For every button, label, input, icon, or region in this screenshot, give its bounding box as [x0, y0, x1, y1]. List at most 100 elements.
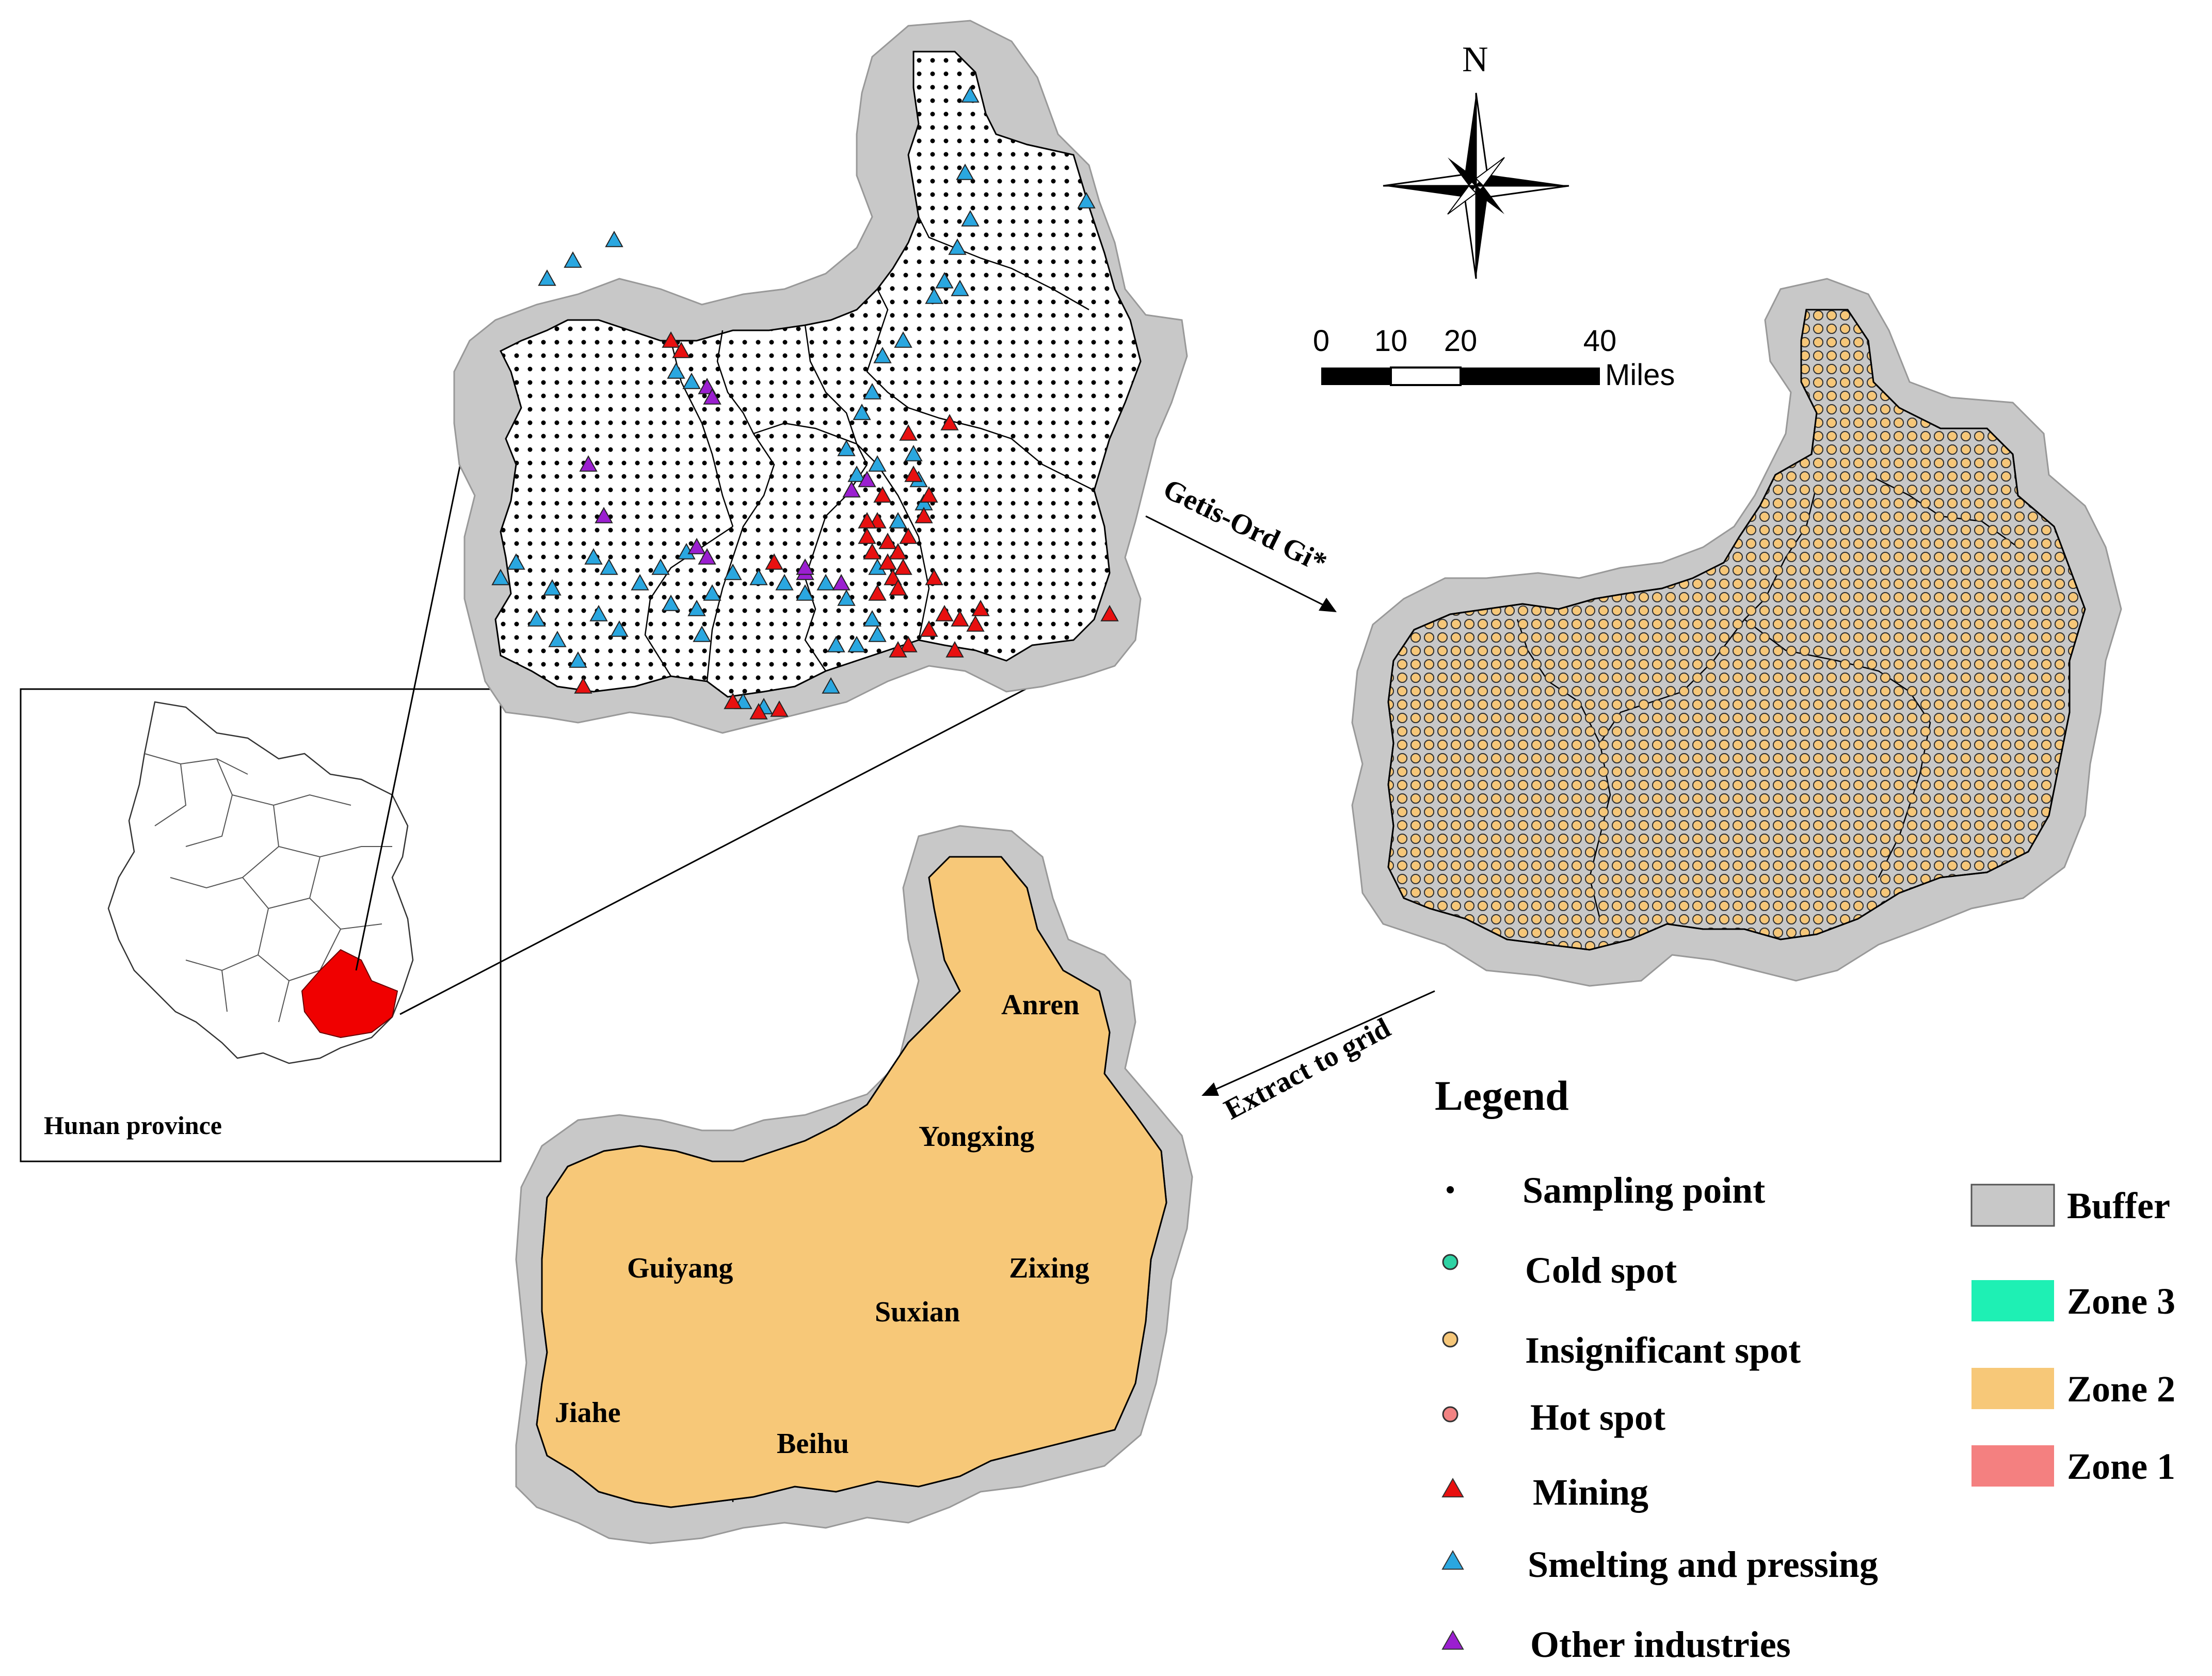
region-label-suxian: Suxian — [875, 1296, 960, 1328]
mining-marker — [672, 341, 691, 358]
sampling-map — [453, 20, 1188, 734]
legend-swatch-zone2 — [1971, 1368, 2054, 1409]
mining-marker — [966, 615, 985, 632]
legend-label-smelting: Smelting and pressing — [1528, 1544, 1878, 1585]
legend-icon-hot — [1442, 1406, 1458, 1423]
mining-marker — [863, 542, 881, 560]
smelting-marker — [1077, 191, 1096, 209]
compass-icon — [1383, 92, 1569, 279]
scale-tick-10: 10 — [1374, 324, 1408, 358]
smelting-marker — [682, 372, 701, 389]
smelting-marker — [775, 573, 794, 590]
legend: Legend Sampling point Cold spot Insignif… — [1435, 1072, 2175, 1665]
mining-marker — [925, 568, 943, 585]
legend-label-insignificant: Insignificant spot — [1525, 1330, 1801, 1371]
smelting-marker — [610, 620, 629, 637]
mining-marker — [858, 527, 876, 544]
smelting-marker — [956, 163, 974, 180]
smelting-marker — [894, 331, 912, 348]
other-marker — [703, 388, 722, 405]
smelting-marker — [507, 553, 525, 570]
hotspot-map — [1351, 278, 2122, 987]
smelting-marker — [693, 625, 711, 642]
smelting-marker — [569, 651, 587, 668]
smelting-marker — [667, 362, 685, 379]
smelting-marker — [873, 346, 892, 363]
mining-marker — [915, 506, 933, 523]
smelting-marker — [925, 287, 943, 304]
inset-label: Hunan province — [44, 1111, 222, 1140]
study-area-dots-1 — [495, 52, 1141, 697]
smelting-marker — [847, 635, 866, 652]
smelting-marker — [816, 573, 835, 590]
smelting-marker — [847, 465, 866, 482]
smelting-marker — [863, 610, 881, 627]
mining-marker — [894, 558, 912, 575]
smelting-marker — [868, 625, 887, 642]
legend-label-hot: Hot spot — [1530, 1397, 1665, 1438]
smelting-marker — [863, 382, 881, 400]
legend-icon-mining — [1441, 1477, 1464, 1497]
smelting-marker — [868, 455, 887, 472]
mining-marker — [724, 692, 742, 709]
smelting-marker — [662, 594, 680, 611]
mining-marker — [878, 532, 897, 549]
other-marker — [698, 548, 716, 565]
zone-map: Anren Yongxing Guiyang Zixing Suxian Jia… — [515, 825, 1193, 1544]
region-label-guiyang: Guiyang — [627, 1252, 733, 1284]
mining-marker — [858, 512, 876, 529]
smelting-marker — [827, 635, 845, 652]
north-label: N — [1462, 40, 1488, 79]
other-marker — [579, 455, 598, 472]
smelting-marker — [491, 568, 510, 585]
smelting-marker — [724, 563, 742, 580]
smelting-marker — [589, 604, 608, 621]
other-marker — [595, 506, 613, 523]
mining-marker — [889, 641, 907, 658]
smelting-marker — [837, 589, 856, 606]
smelting-marker — [904, 444, 923, 461]
mining-marker — [765, 553, 783, 570]
mining-marker — [951, 610, 969, 627]
legend-label-other: Other industries — [1530, 1624, 1791, 1665]
mining-marker — [662, 331, 680, 348]
smelting-marker — [837, 439, 856, 456]
legend-icon-smelting — [1441, 1550, 1464, 1570]
legend-label-sampling: Sampling point — [1522, 1170, 1765, 1211]
mining-marker — [868, 584, 887, 601]
inset-panel: Hunan province — [20, 356, 1056, 1162]
smelting-marker — [822, 677, 840, 694]
mining-marker — [574, 677, 592, 694]
scale-bar: 0 10 20 40 Miles — [1313, 324, 1675, 392]
mining-marker — [920, 620, 938, 637]
legend-label-zone3: Zone 3 — [2067, 1281, 2175, 1322]
mining-marker — [899, 635, 918, 652]
other-marker — [842, 481, 861, 498]
smelting-marker — [961, 210, 980, 227]
region-label-zixing: Zixing — [1009, 1252, 1089, 1284]
mining-marker — [889, 542, 907, 560]
mining-marker — [889, 579, 907, 596]
mining-marker — [873, 486, 892, 503]
hunan-county-lines — [144, 753, 392, 1023]
legend-icon-other — [1441, 1630, 1464, 1650]
mining-marker — [1100, 604, 1119, 621]
legend-label-mining: Mining — [1533, 1472, 1648, 1513]
smelting-marker — [548, 630, 567, 647]
mining-marker — [940, 413, 959, 430]
mining-marker — [971, 599, 990, 616]
mining-marker — [770, 700, 789, 717]
region-label-jiahe: Jiahe — [555, 1397, 621, 1429]
smelting-marker — [527, 610, 546, 627]
smelting-marker — [948, 238, 967, 255]
region-label-beihu: Beihu — [777, 1428, 849, 1460]
smelting-marker — [687, 599, 706, 616]
mining-marker — [878, 553, 897, 570]
arrow-getis-label: Getis-Ord Gi* — [1158, 473, 1332, 579]
smelting-marker — [631, 573, 649, 590]
smelting-marker — [749, 568, 768, 585]
mining-marker — [945, 641, 964, 658]
scale-tick-0: 0 — [1313, 324, 1329, 358]
other-marker — [796, 558, 814, 575]
